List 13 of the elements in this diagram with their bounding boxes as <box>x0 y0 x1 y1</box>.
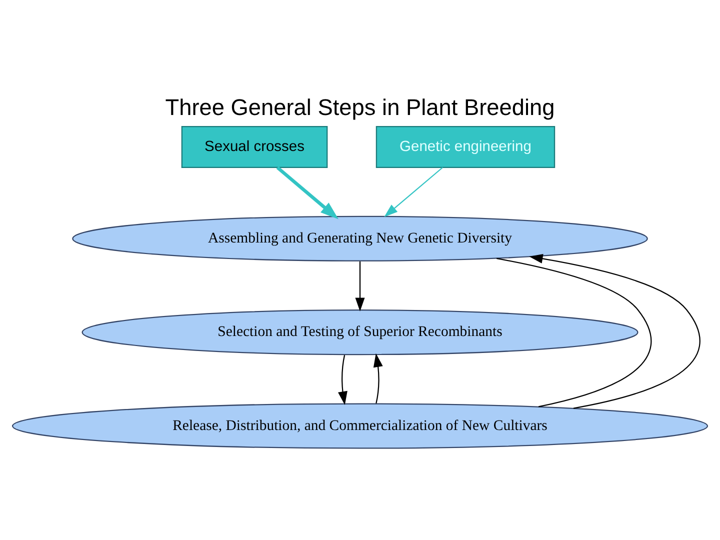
diagram-title: Three General Steps in Plant Breeding <box>165 94 555 120</box>
arrow <box>373 352 383 403</box>
node-ellipse: Release, Distribution, and Commercialization of New Cultivars <box>12 402 708 448</box>
node-ellipse: Selection and Testing of Superior Recombinants <box>82 309 638 355</box>
arrow <box>276 166 338 219</box>
node-ellipse: Assembling and Generating New Genetic Diversity <box>72 215 648 261</box>
node-box: Genetic engineering <box>376 126 556 168</box>
arrow <box>338 354 348 405</box>
connector <box>496 257 652 407</box>
arrow <box>384 166 443 217</box>
node-box: Sexual crosses <box>181 126 328 168</box>
arrow <box>529 254 700 408</box>
arrow <box>355 260 365 311</box>
